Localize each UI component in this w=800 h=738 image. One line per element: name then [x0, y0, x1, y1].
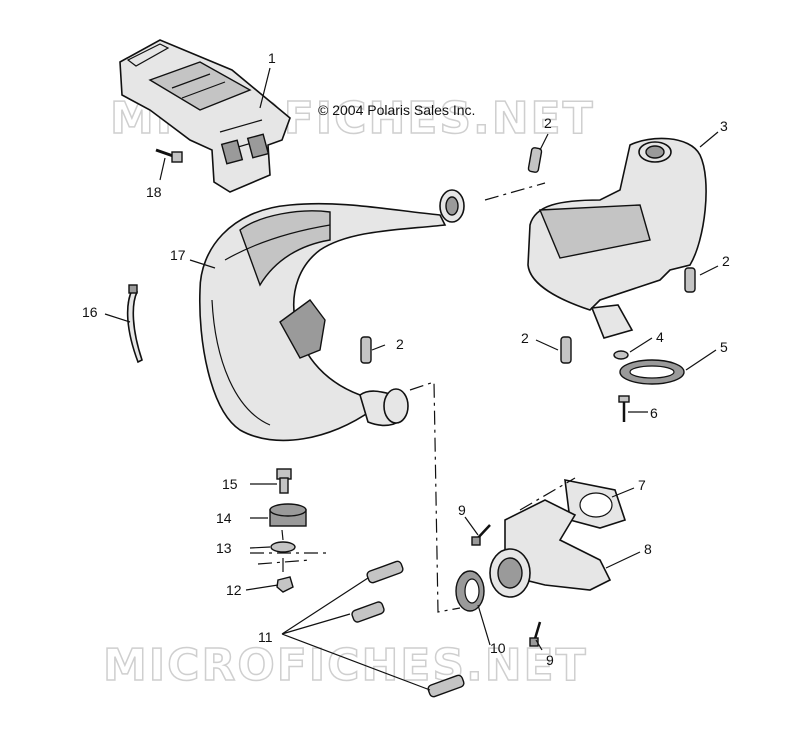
callout-12: 12: [226, 582, 242, 598]
callout-3: 3: [720, 118, 728, 134]
part-17-expansion-pipe: [198, 189, 465, 442]
part-3-silencer: [527, 137, 707, 339]
part-7-gasket-plate: [564, 478, 627, 529]
callout-1: 1: [268, 50, 276, 66]
part-18-bolt: [155, 148, 183, 163]
part-14-rubber-mount: [269, 503, 307, 527]
callout-4: 4: [656, 329, 664, 345]
callout-17: 17: [170, 247, 186, 263]
leader-lines: [104, 67, 719, 651]
callout-14: 14: [216, 510, 232, 526]
callout-7: 7: [638, 477, 646, 493]
callout-16: 16: [82, 304, 98, 320]
part-6-bolt: [618, 395, 630, 422]
part-12-nut: [276, 576, 294, 593]
callout-18: 18: [146, 184, 162, 200]
part-8-manifold: [489, 499, 612, 598]
part-16-strap: [126, 284, 143, 364]
part-2-springs: [360, 147, 696, 364]
watermark-bottom: MICROFICHES.NET: [103, 640, 588, 691]
callout-13: 13: [216, 540, 232, 556]
callout-2-mid: 2: [521, 330, 529, 346]
assembly-lines: [250, 182, 576, 691]
callout-2-left: 2: [396, 336, 404, 352]
callout-11: 11: [258, 629, 273, 645]
callout-2-top: 2: [544, 115, 552, 131]
callout-10: 10: [490, 640, 506, 656]
part-1-bracket: [119, 39, 291, 193]
callout-9-bottom: 9: [546, 652, 554, 668]
copyright-text: © 2004 Polaris Sales Inc.: [318, 102, 475, 118]
part-10-seal: [455, 570, 485, 612]
callout-8: 8: [644, 541, 652, 557]
part-15-bolt: [276, 468, 292, 494]
part-4-washer: [613, 350, 629, 360]
callout-labels: 1 2 3 2 2 2 4 5 6 7 8 9 9 10 11 12 13 14…: [82, 50, 730, 668]
part-5-gasket: [619, 359, 685, 385]
part-9-bolts: [471, 524, 542, 647]
callout-2-right: 2: [722, 253, 730, 269]
callout-15: 15: [222, 476, 238, 492]
part-13-washer: [270, 541, 296, 553]
callout-6: 6: [650, 405, 658, 421]
callout-9-top: 9: [458, 502, 466, 518]
callout-5: 5: [720, 339, 728, 355]
